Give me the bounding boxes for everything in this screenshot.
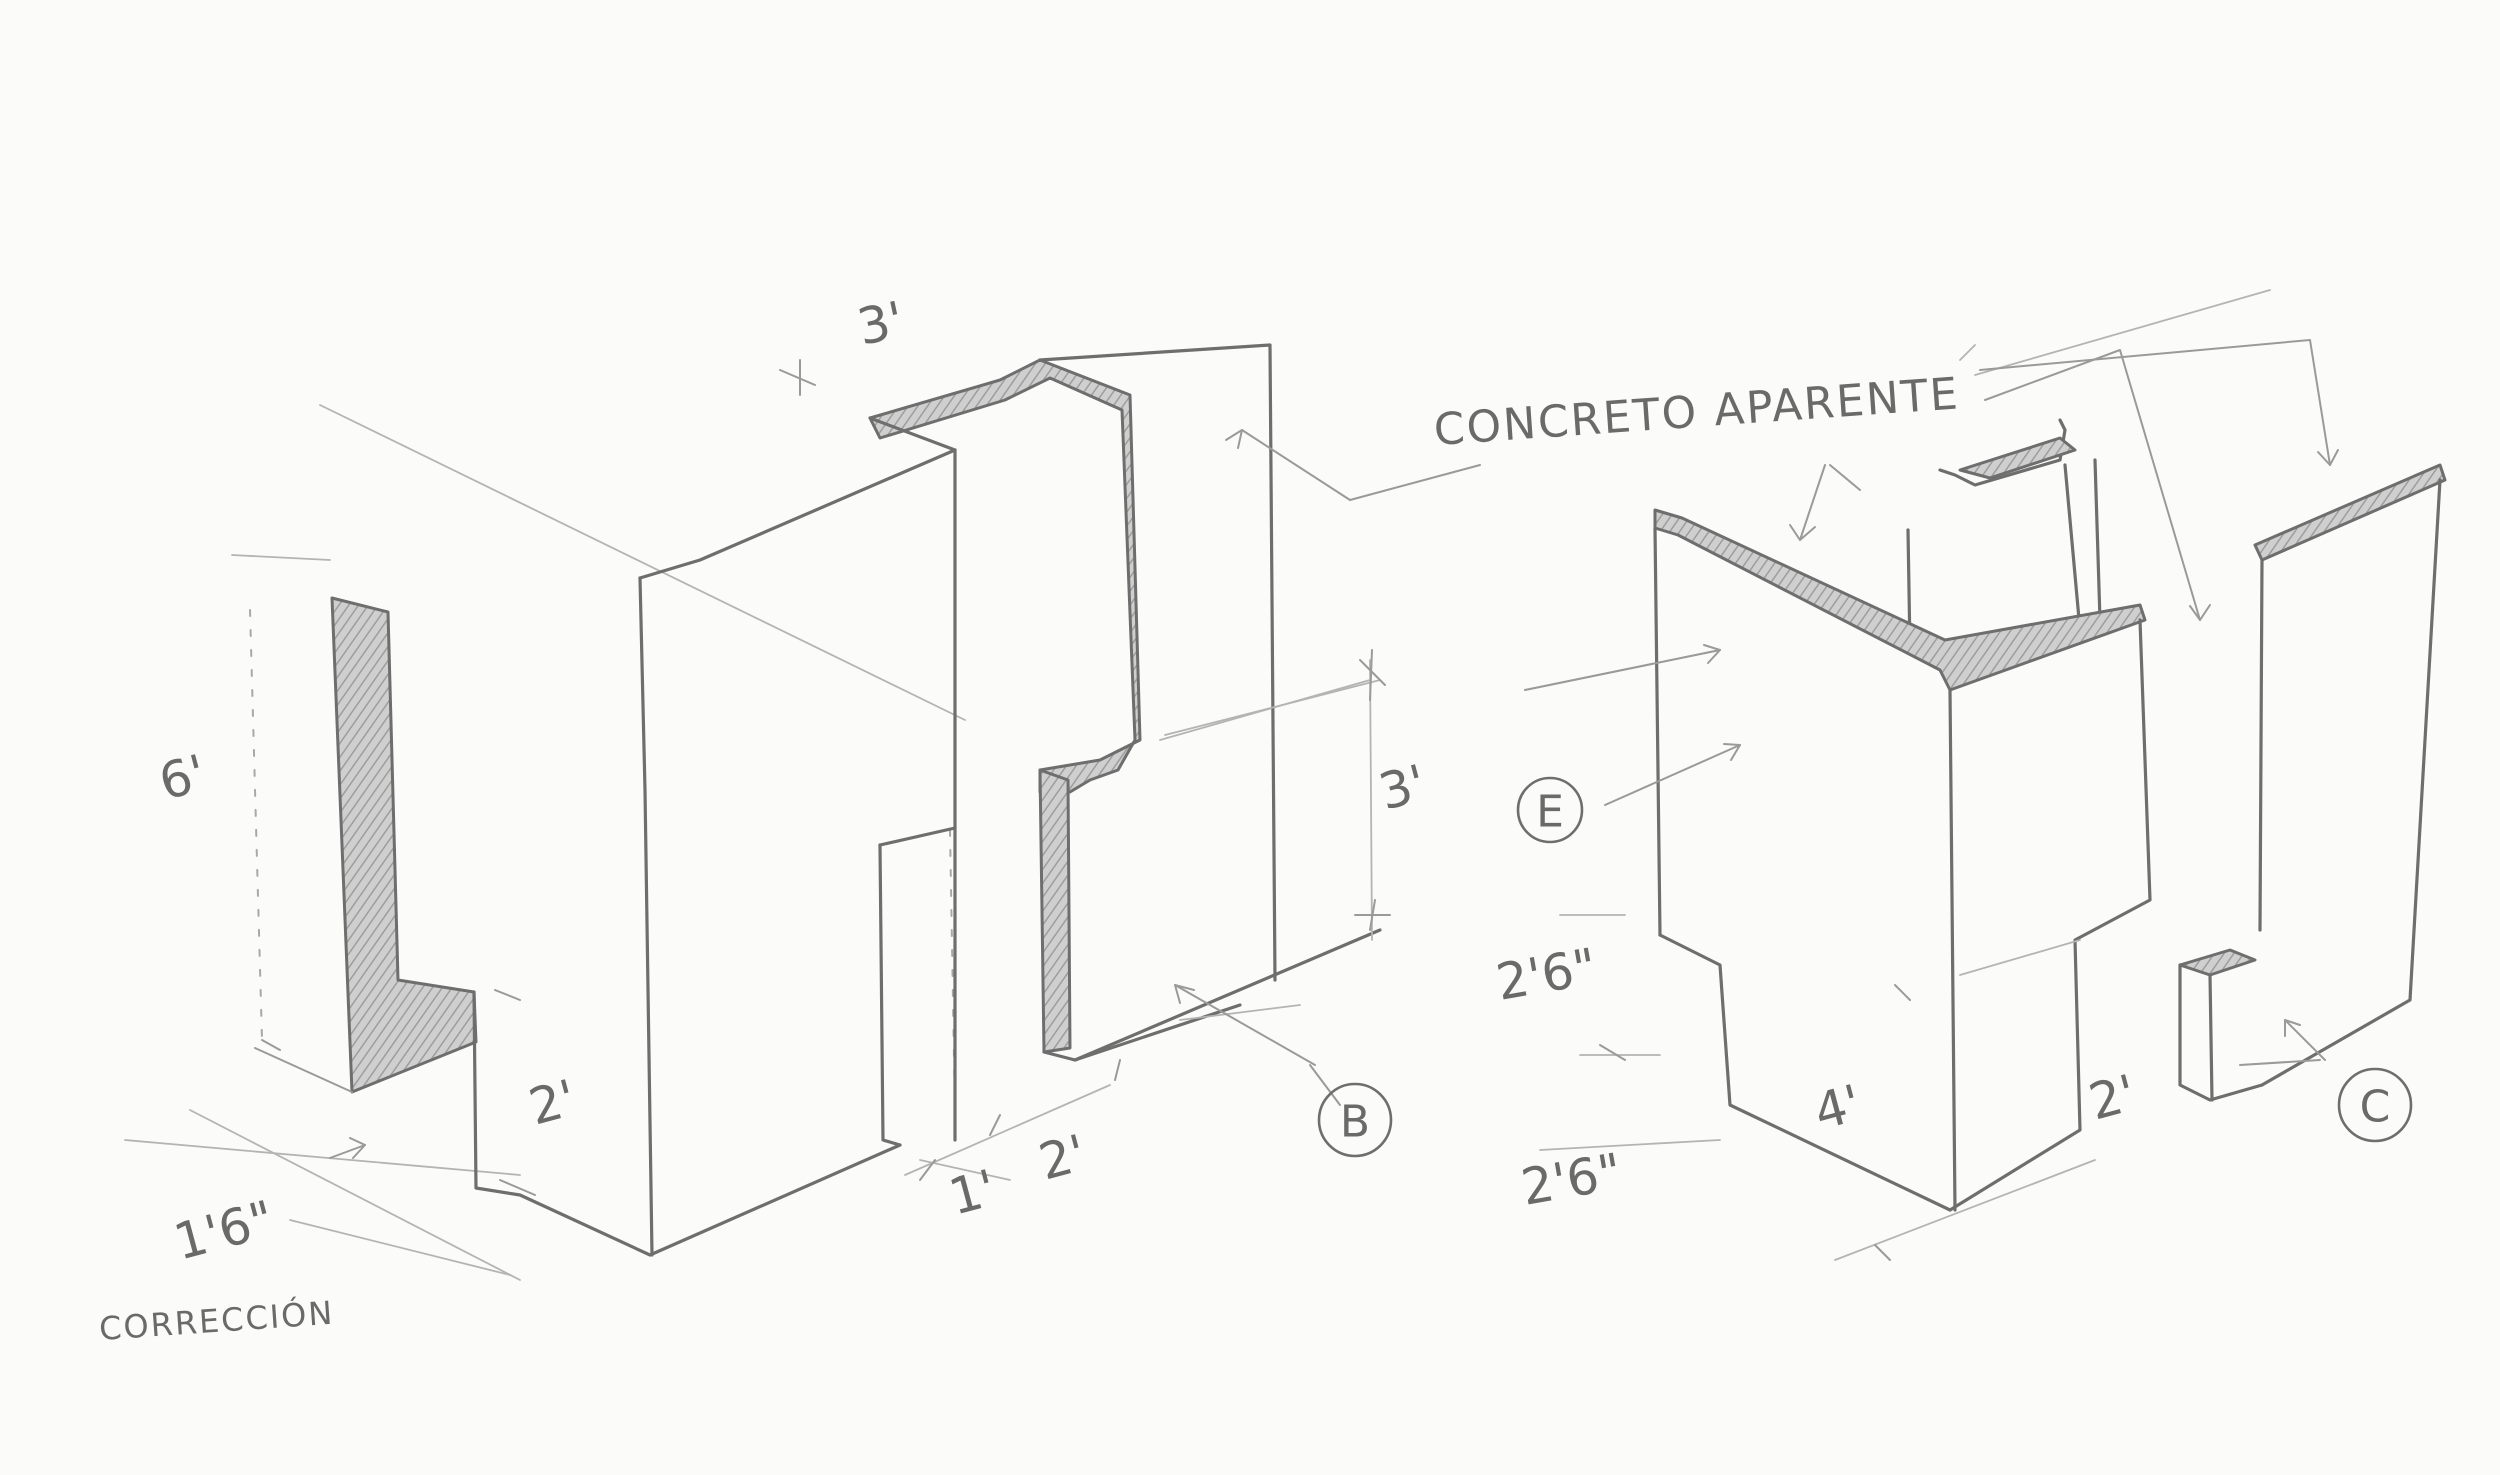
block-left-middle (124, 343, 1382, 1281)
dim-right-step-lower: 2'6" (1517, 1142, 1626, 1217)
dimension-ticks (261, 359, 1911, 1261)
dim-mid-top: 3' (852, 291, 909, 357)
dim-mid-bottom-small: 1' (943, 1159, 1002, 1227)
dim-mid-step: 3' (1373, 754, 1432, 822)
middle-lower-section-cut (1038, 768, 1072, 1054)
tag-e: E (1516, 776, 1584, 844)
right-top-edge-cut (1653, 508, 2147, 692)
right-panel-top-cut (2253, 463, 2447, 562)
tag-b-label: B (1340, 1097, 1370, 1148)
dim-right-gap: 2' (2083, 1064, 2142, 1132)
dim-left-notch: 2' (523, 1069, 582, 1137)
left-section-cut (330, 596, 478, 1094)
tag-e-label: E (1536, 787, 1564, 838)
right-top-section-cut (1958, 436, 2077, 480)
dim-left-depth: 1'6" (168, 1190, 280, 1272)
right-panel-foot-cut (2178, 948, 2257, 977)
annotation-arrows (329, 339, 2339, 1159)
dim-left-height: 6' (153, 744, 212, 812)
tag-b: B (1317, 1082, 1393, 1158)
middle-top-section-cut (868, 358, 1142, 794)
dim-right-step-upper: 2'6" (1492, 937, 1601, 1012)
tag-c-label: C (2360, 1082, 2391, 1133)
note-concreto-aparente: CONCRETO APARENTE (1432, 368, 1961, 456)
dim-right-height: 4' (1808, 1074, 1867, 1142)
tag-c: C (2337, 1067, 2413, 1143)
note-correccion: CORRECCIÓN (98, 1293, 336, 1348)
dim-mid-bottom: 2' (1033, 1124, 1092, 1192)
block-right (1524, 289, 2447, 1261)
